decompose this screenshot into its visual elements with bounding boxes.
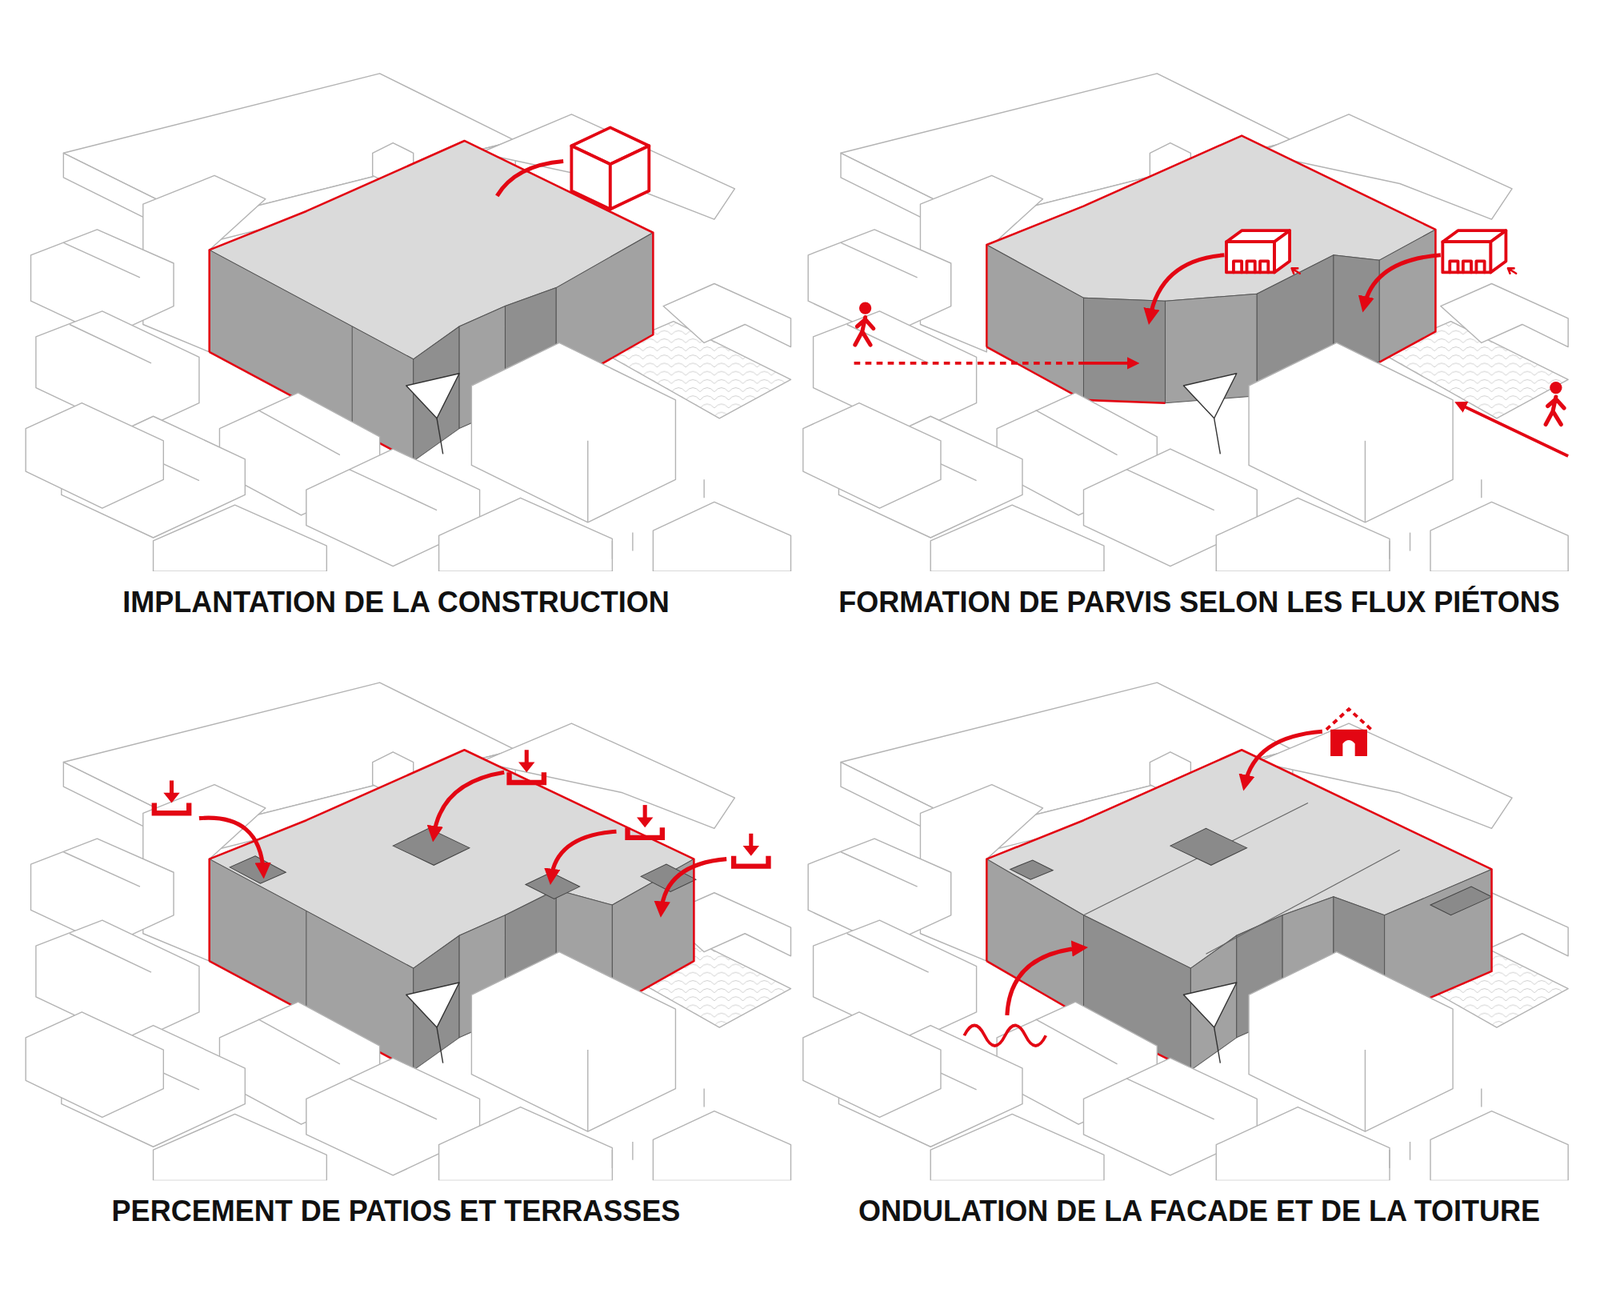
drawing-path [964, 1025, 1046, 1047]
drawing-polygon [1379, 229, 1436, 363]
drawing-polygon [610, 145, 649, 209]
panel-parvis [803, 73, 1568, 572]
drawing-line [352, 326, 353, 429]
drawing-path [1364, 255, 1441, 307]
drawing-g [1326, 708, 1372, 756]
drawing-use [509, 749, 544, 783]
drawing-path [1007, 948, 1082, 1016]
drawing-line [1206, 849, 1400, 954]
drawing-path [661, 859, 728, 912]
panel-caption: ONDULATION DE LA FACADE ET DE LA TOITURE [858, 1193, 1540, 1228]
drawing-use [733, 833, 768, 867]
drawing-polygon [1010, 860, 1054, 880]
drawing-use [628, 804, 663, 838]
drawing-path [1083, 361, 1135, 365]
drawing-polyline [209, 140, 654, 390]
drawing-path [1326, 708, 1372, 730]
drawing-line [1083, 803, 1308, 916]
drawing-polygon [229, 856, 286, 884]
drawing-path [551, 831, 617, 879]
drawing-use [803, 342, 1568, 572]
drawing-path [854, 361, 1084, 365]
panel-caption: IMPLANTATION DE LA CONSTRUCTION [122, 584, 669, 620]
drawing-line [305, 911, 307, 1014]
drawing-path [433, 772, 504, 836]
drawing-path [1149, 255, 1224, 319]
panel-caption: PERCEMENT DE PATIOS ET TERRASSES [112, 1193, 681, 1228]
drawing-polygon [392, 828, 470, 865]
drawing-use [25, 952, 791, 1181]
drawing-path [1459, 404, 1568, 456]
drawing-path [1330, 729, 1368, 756]
drawing-use [25, 342, 791, 572]
panel-ondulation [803, 682, 1568, 1180]
drawing-path [1244, 731, 1323, 784]
panel-implantation [25, 73, 791, 572]
panel-patios [25, 682, 791, 1180]
drawing-use [1545, 381, 1564, 425]
drawing-polygon [571, 145, 610, 209]
panel-caption: FORMATION DE PARVIS SELON LES FLUX PIÉTO… [838, 584, 1560, 620]
drawing-g [571, 127, 649, 209]
drawing-use [1442, 230, 1516, 274]
drawing-polygon [1083, 297, 1165, 403]
drawing-use [803, 952, 1568, 1181]
drawing-polyline [986, 749, 1492, 1017]
drawing-use [855, 301, 874, 345]
drawing-path [496, 160, 564, 196]
drawing-polyline [209, 749, 695, 1007]
drawing-use [1226, 230, 1300, 274]
drawing-polygon [1170, 828, 1248, 865]
drawing-use [154, 780, 189, 813]
drawing-polygon [986, 859, 1084, 1018]
drawing-use [808, 73, 1568, 434]
drawing-polygon [1430, 886, 1492, 916]
drawing-polygon [986, 244, 1084, 400]
drawing-polyline [986, 136, 1436, 363]
drawing-path [199, 817, 264, 872]
